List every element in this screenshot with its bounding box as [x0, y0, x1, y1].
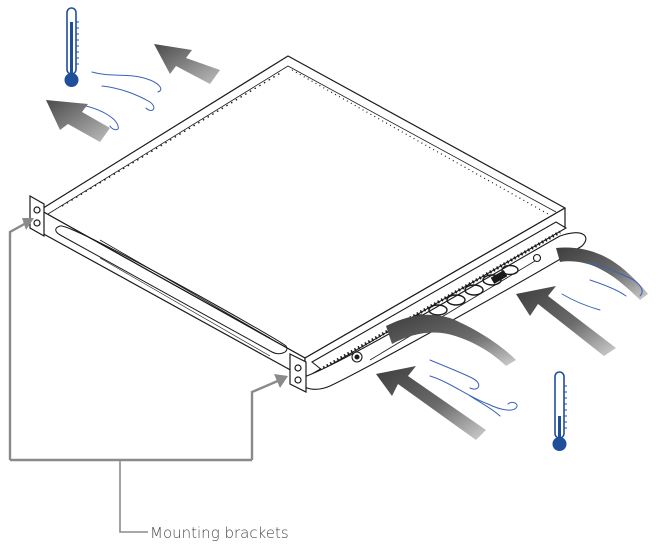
leader-line-left: [8, 220, 29, 460]
airflow-arrow-icon: [46, 100, 110, 142]
thermometer-icon: [552, 371, 567, 451]
thermometer-icon: [64, 7, 79, 87]
mounting-brackets-callout: [8, 220, 281, 533]
leader-line-stem: [119, 460, 148, 533]
airflow-arrow-icon: [386, 314, 516, 366]
mounting-brackets-label: Mounting brackets: [150, 524, 289, 542]
side-handle: [55, 225, 288, 357]
rack-ear-right: [289, 353, 307, 393]
exhaust-arrow-upper: [154, 44, 220, 84]
leader-line-right: [250, 378, 281, 460]
airflow-arrow-icon: [556, 247, 648, 300]
leader-arrowhead-right: [274, 374, 288, 388]
intake-arrow-4: [556, 247, 648, 300]
leader-arrowheads: [22, 218, 288, 388]
rack-chassis: [39, 55, 566, 379]
airflow-arrow-icon: [376, 366, 486, 440]
exhaust-arrow-lower: [46, 100, 110, 142]
leader-arrowhead-left: [22, 218, 34, 230]
airflow-arrow-icon: [516, 286, 616, 356]
chassis-top-panel: [39, 55, 566, 359]
air-current-icon: [85, 71, 643, 417]
intake-arrow-2: [376, 366, 486, 440]
intake-arrow-3: [516, 286, 616, 356]
intake-arrow-1: [386, 314, 516, 366]
rack-ear-left: [29, 194, 45, 238]
airflow-arrow-icon: [154, 44, 220, 84]
front-bezel: [299, 221, 587, 390]
